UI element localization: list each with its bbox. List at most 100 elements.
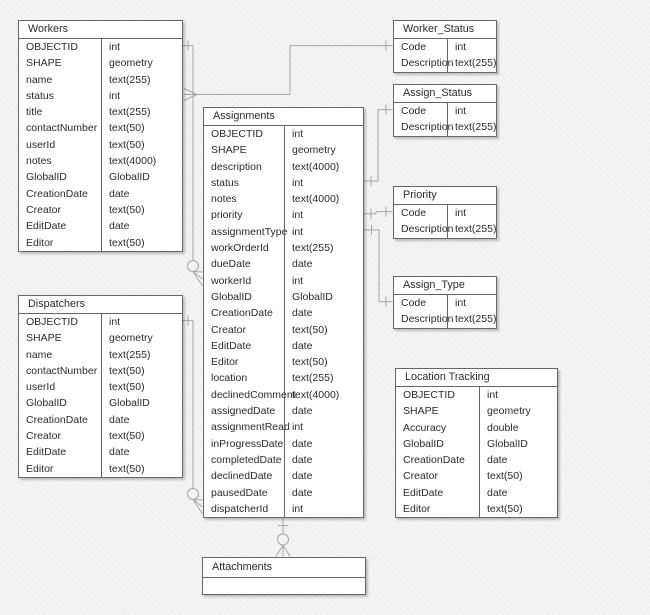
field-name: Code: [401, 297, 427, 309]
field-type: int: [292, 128, 304, 140]
field-type: geometry: [487, 405, 531, 418]
field-name: assignmentType: [211, 225, 288, 238]
field-name: assignedDate: [211, 405, 276, 418]
connector-assignments-priority: [364, 206, 393, 219]
field-name: contactNumber: [26, 364, 98, 377]
table-title: Priority: [394, 187, 496, 205]
field-name: Creator: [26, 430, 62, 443]
field-name: notes: [26, 155, 52, 168]
connector-assignments-assigntype: [364, 225, 393, 307]
field-type: date: [487, 454, 508, 467]
field-name: assignmentRead: [211, 421, 290, 434]
field-name: Editor: [26, 462, 54, 475]
field-type: text(255): [109, 348, 151, 361]
field-type: text(4000): [292, 160, 340, 173]
field-type: text(50): [109, 381, 145, 394]
table-title: Attachments: [203, 558, 365, 578]
field-name: description: [211, 160, 262, 173]
field-name: completedDate: [211, 453, 282, 466]
field-name: inProgressDate: [211, 437, 284, 450]
field-name: OBJECTID: [403, 389, 455, 401]
field-name: Description: [401, 223, 454, 236]
field-type-column: int text(255): [447, 103, 496, 136]
field-type: text(4000): [109, 155, 157, 168]
field-type: date: [292, 339, 313, 352]
field-type: text(255): [455, 313, 497, 326]
field-type: int: [109, 41, 121, 53]
field-name: status: [211, 176, 240, 189]
field-type: GlobalID: [487, 437, 528, 450]
field-type: text(50): [292, 356, 328, 369]
table-attachments[interactable]: Attachments: [202, 557, 366, 595]
field-type: text(255): [455, 57, 497, 70]
field-name: Editor: [403, 503, 431, 516]
field-type: int: [455, 207, 467, 219]
field-name: Creator: [403, 470, 439, 483]
field-name: dispatcherId: [211, 502, 269, 515]
table-title: Worker_Status: [394, 21, 496, 39]
field-name: notes: [211, 193, 237, 206]
field-type: int: [455, 41, 467, 53]
field-type: int: [292, 209, 304, 222]
field-name: Accuracy: [403, 421, 447, 434]
table-title: Location Tracking: [396, 369, 557, 387]
field-name: Description: [401, 121, 454, 134]
field-type: date: [292, 307, 313, 320]
field-type: text(50): [109, 364, 145, 377]
field-name: userId: [26, 381, 56, 394]
field-name: CreationDate: [26, 187, 88, 200]
field-type: GlobalID: [109, 397, 150, 410]
field-name: declinedDate: [211, 470, 273, 483]
field-type: int: [109, 89, 121, 102]
field-type: date: [109, 413, 130, 426]
field-type: int: [455, 105, 467, 117]
field-type: date: [292, 453, 313, 466]
field-name: EditDate: [403, 486, 444, 499]
field-type: GlobalID: [292, 290, 333, 303]
field-name: Code: [401, 207, 427, 219]
field-type: text(255): [455, 121, 497, 134]
field-name: Description: [401, 57, 454, 70]
field-type: date: [109, 446, 130, 459]
field-name: SHAPE: [26, 332, 62, 345]
field-type: geometry: [292, 144, 336, 157]
field-name: workerId: [211, 274, 252, 287]
field-name: title: [26, 106, 43, 119]
field-type: date: [292, 486, 313, 499]
field-name: pausedDate: [211, 486, 268, 499]
field-type: GlobalID: [109, 171, 150, 184]
field-name: userId: [26, 138, 56, 151]
field-name: contactNumber: [26, 122, 98, 135]
field-name: GlobalID: [403, 437, 444, 450]
field-type: text(50): [109, 138, 145, 151]
field-name: dueDate: [211, 258, 251, 271]
field-name: workOrderId: [211, 242, 269, 255]
field-name: Editor: [26, 236, 54, 249]
field-type: text(50): [487, 503, 523, 516]
field-type: date: [292, 437, 313, 450]
field-name: SHAPE: [211, 144, 247, 157]
field-name: status: [26, 89, 55, 102]
field-type: int: [487, 389, 499, 401]
table-title: Workers: [19, 21, 182, 39]
field-type: text(50): [109, 462, 145, 475]
field-type: text(255): [455, 223, 497, 236]
field-type-column: [203, 578, 365, 594]
field-type: text(50): [487, 470, 523, 483]
field-name: declinedComment: [211, 388, 296, 401]
table-title: Assignments: [204, 108, 363, 126]
